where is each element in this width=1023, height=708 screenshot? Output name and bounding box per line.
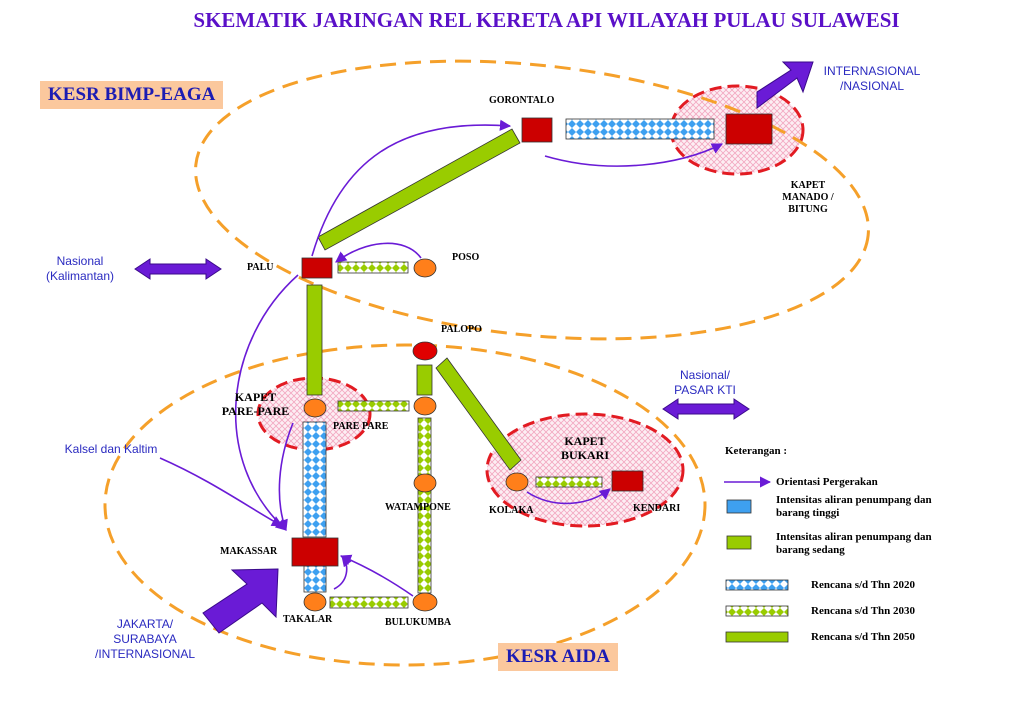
legend-label-check-blue: Rencana s/d Thn 2020 <box>811 579 916 591</box>
note-internasional: INTERNASIONAL /NASIONAL <box>823 64 921 93</box>
rail-parepare-makassar <box>302 421 327 538</box>
node-takalar <box>303 592 327 612</box>
rail-kolaka-kendari <box>535 476 603 488</box>
kesr-aida-label: KESR AIDA <box>498 643 618 671</box>
arrow-internasional <box>756 61 814 109</box>
label-poso: POSO <box>452 252 480 263</box>
node-kendari <box>611 470 644 492</box>
node-palu <box>301 257 333 279</box>
legend-swatch-check-blue <box>725 579 789 591</box>
rail-parepare-watampone-link <box>337 400 410 412</box>
legend-swatch-solid-blue <box>726 499 752 514</box>
rail-palu-gorontalo <box>317 128 521 251</box>
rail-palopo-watampone-upper <box>416 364 433 396</box>
node-watampone <box>413 473 437 493</box>
arrow-poso-palu <box>335 242 422 263</box>
arrow-kalimantan <box>134 258 222 280</box>
kapet-bukari-zone <box>485 412 685 528</box>
node-manado <box>725 113 773 145</box>
external-arrows <box>134 61 814 634</box>
label-kapet-manado: KAPET MANADO / BITUNG <box>782 180 834 215</box>
rail-palu-poso <box>337 261 409 274</box>
legend-label-arrow: Orientasi Pergerakan <box>776 476 878 488</box>
note-pasar-kti: Nasional/ PASAR KTI <box>674 368 736 397</box>
label-kendari: KENDARI <box>633 503 681 514</box>
rail-palopo-kolaka <box>435 357 522 471</box>
arrow-bulukumba-makassar <box>339 554 414 597</box>
arrow-kolaka-kendari <box>526 488 611 505</box>
arrow-palu-makassar <box>234 274 299 531</box>
label-gorontalo: GORONTALO <box>489 95 555 106</box>
node-parepare-left <box>303 398 327 418</box>
node-palopo <box>412 341 438 361</box>
arrow-gorontalo-manado <box>544 143 724 167</box>
kesr-bimp-eaga-region <box>194 59 870 341</box>
arrow-jakarta <box>202 568 279 634</box>
label-kolaka: KOLAKA <box>489 505 534 516</box>
rail-palu-parepare <box>306 284 323 396</box>
legend-label-solid-blue: Intensitas aliran penumpang dan barang t… <box>776 494 932 519</box>
node-parepare-right <box>413 396 437 416</box>
node-makassar <box>291 537 339 567</box>
note-jakarta: JAKARTA/ SURABAYA /INTERNASIONAL <box>94 617 196 661</box>
movement-arrows <box>159 119 772 597</box>
rail-gorontalo-manado <box>565 118 715 140</box>
arrow-palu-gorontalo <box>311 119 512 257</box>
node-poso <box>413 258 437 278</box>
label-makassar: MAKASSAR <box>220 546 278 557</box>
label-palu: PALU <box>247 262 274 273</box>
node-gorontalo <box>521 117 553 143</box>
node-kolaka <box>505 472 529 492</box>
note-kalimantan: Nasional (Kalimantan) <box>45 254 115 283</box>
kesr-aida-region <box>103 343 707 667</box>
label-palopo: PALOPO <box>441 324 482 335</box>
kesr-bimp-eaga-label: KESR BIMP-EAGA <box>40 81 224 109</box>
label-bulukumba: BULUKUMBA <box>385 617 452 628</box>
rail-makassar-takalar <box>303 565 327 593</box>
arrow-pasar-kti <box>662 398 750 420</box>
label-pare-pare: PARE PARE <box>333 421 389 432</box>
label-takalar: TAKALAR <box>283 614 333 625</box>
legend-swatch-check-green <box>725 605 789 617</box>
arrow-parepare-makassar <box>277 422 294 532</box>
label-watampone: WATAMPONE <box>385 502 451 513</box>
legend-label-check-green: Rencana s/d Thn 2030 <box>811 605 916 617</box>
legend-swatch-solid-green-bar <box>725 631 789 643</box>
legend-heading: Keterangan : <box>725 445 788 457</box>
label-kapet-bukari: KAPET BUKARI <box>560 434 609 462</box>
rail-takalar-bulukumba <box>329 596 409 609</box>
page-title: SKEMATIK JARINGAN REL KERETA API WILAYAH… <box>193 8 900 32</box>
legend-label-solid-green-bar: Rencana s/d Thn 2050 <box>811 631 916 643</box>
label-kapet-pare-pare: KAPET PARE-PARE <box>221 390 290 418</box>
legend-swatch-solid-green <box>726 535 752 550</box>
note-kalsel: Kalsel dan Kaltim <box>64 442 158 456</box>
node-bulukumba <box>412 592 438 612</box>
arrow-kalsel-makassar <box>159 457 283 527</box>
legend-label-solid-green: Intensitas aliran penumpang dan barang s… <box>776 531 932 556</box>
